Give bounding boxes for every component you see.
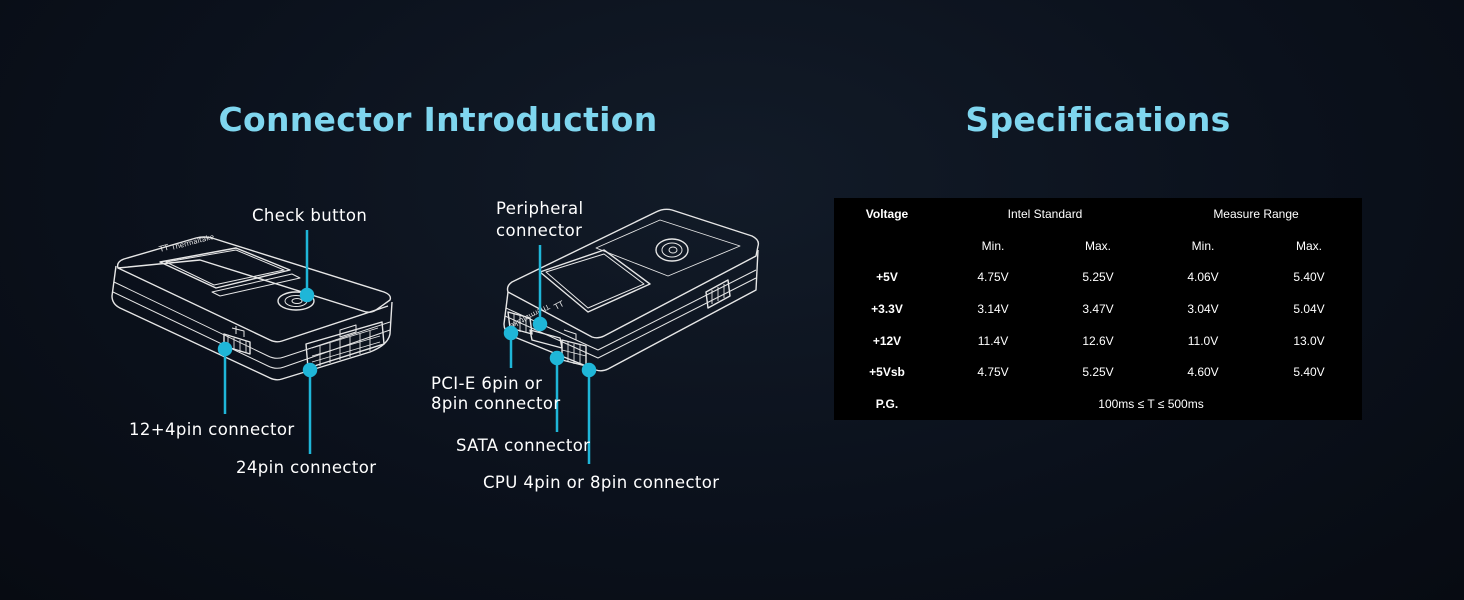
pcie-marker <box>503 325 519 341</box>
connector-introduction-title: Connector Introduction <box>218 100 658 139</box>
table-cell: 3.14V <box>977 301 1009 316</box>
row-label: +3.3V <box>871 301 903 316</box>
device-left-logo-text: Thermaltake <box>169 233 215 252</box>
row-label: +5V <box>876 270 898 285</box>
table-cell: 4.75V <box>977 270 1009 285</box>
table-row: +5V 4.75V 5.25V 4.06V 5.40V <box>834 261 1362 293</box>
device-left-screen <box>159 247 291 289</box>
check-button-marker <box>299 287 315 303</box>
device-right-top-face <box>506 208 760 339</box>
pg-value: 100ms ≤ T ≤ 500ms <box>1098 397 1204 412</box>
label-pcie-line1: PCI-E 6pin or <box>431 374 543 393</box>
label-check-button: Check button <box>252 206 368 225</box>
label-24pin-connector: 24pin connector <box>236 458 377 477</box>
table-cell: 13.0V <box>1293 333 1325 348</box>
table-row: +5Vsb 4.75V 5.25V 4.60V 5.40V <box>834 357 1362 389</box>
table-cell: 4.60V <box>1187 365 1219 380</box>
device-left-illustration: TT <box>111 236 393 381</box>
device-left-check-button <box>277 291 315 311</box>
table-cell: 11.4V <box>977 333 1009 348</box>
label-sata-connector: SATA connector <box>456 436 591 455</box>
table-cell: 5.40V <box>1293 270 1325 285</box>
table-row: +12V 11.4V 12.6V 11.0V 13.0V <box>834 325 1362 357</box>
device-left-24pin-port <box>305 321 385 369</box>
svg-text:TT: TT <box>157 243 170 254</box>
label-pcie-line2: 8pin connector <box>431 394 561 413</box>
row-label: +5Vsb <box>869 365 905 380</box>
subheader-measure-min: Min. <box>1191 238 1215 253</box>
table-cell: 3.47V <box>1082 301 1114 316</box>
spec-header-row: Voltage Intel Standard Measure Range <box>834 198 1362 230</box>
table-cell: 11.0V <box>1187 333 1219 348</box>
table-cell: 5.25V <box>1082 270 1114 285</box>
table-cell: 3.04V <box>1187 301 1219 316</box>
device-right-check-button <box>655 238 689 262</box>
table-cell: 5.04V <box>1293 301 1325 316</box>
peripheral-marker <box>532 316 548 332</box>
specifications-title: Specifications <box>965 100 1231 139</box>
header-measure-range: Measure Range <box>1213 206 1299 221</box>
subheader-measure-max: Max. <box>1296 238 1323 253</box>
label-cpu-connector: CPU 4pin or 8pin connector <box>483 473 720 492</box>
svg-text:TT: TT <box>552 299 566 312</box>
table-cell: 5.40V <box>1293 365 1325 380</box>
row-label: +12V <box>872 333 902 348</box>
table-cell: 12.6V <box>1082 333 1114 348</box>
label-peripheral-line2: connector <box>496 221 583 240</box>
12-4pin-marker <box>217 341 233 357</box>
table-cell: 4.06V <box>1187 270 1219 285</box>
label-12-4pin-connector: 12+4pin connector <box>129 420 295 439</box>
device-right-pcie-port <box>507 311 533 335</box>
row-label: P.G. <box>875 397 899 412</box>
table-cell: 5.25V <box>1082 365 1114 380</box>
header-intel-standard: Intel Standard <box>1007 206 1083 221</box>
subheader-intel-min: Min. <box>981 238 1005 253</box>
table-cell: 4.75V <box>977 365 1009 380</box>
label-peripheral-line1: Peripheral <box>496 199 584 218</box>
subheader-intel-max: Max. <box>1084 238 1111 253</box>
spec-subheader-row: Min. Max. Min. Max. <box>834 230 1362 262</box>
header-voltage: Voltage <box>865 206 909 221</box>
sata-marker <box>549 350 565 366</box>
table-row: +3.3V 3.14V 3.47V 3.04V 5.04V <box>834 293 1362 325</box>
device-right-screen <box>539 249 651 313</box>
24pin-marker <box>302 362 318 378</box>
specifications-table: Voltage Intel Standard Measure Range Min… <box>834 198 1362 420</box>
device-right-peripheral-port <box>705 279 731 309</box>
cpu-marker <box>581 362 597 378</box>
table-row-pg: P.G. 100ms ≤ T ≤ 500ms <box>834 388 1362 420</box>
